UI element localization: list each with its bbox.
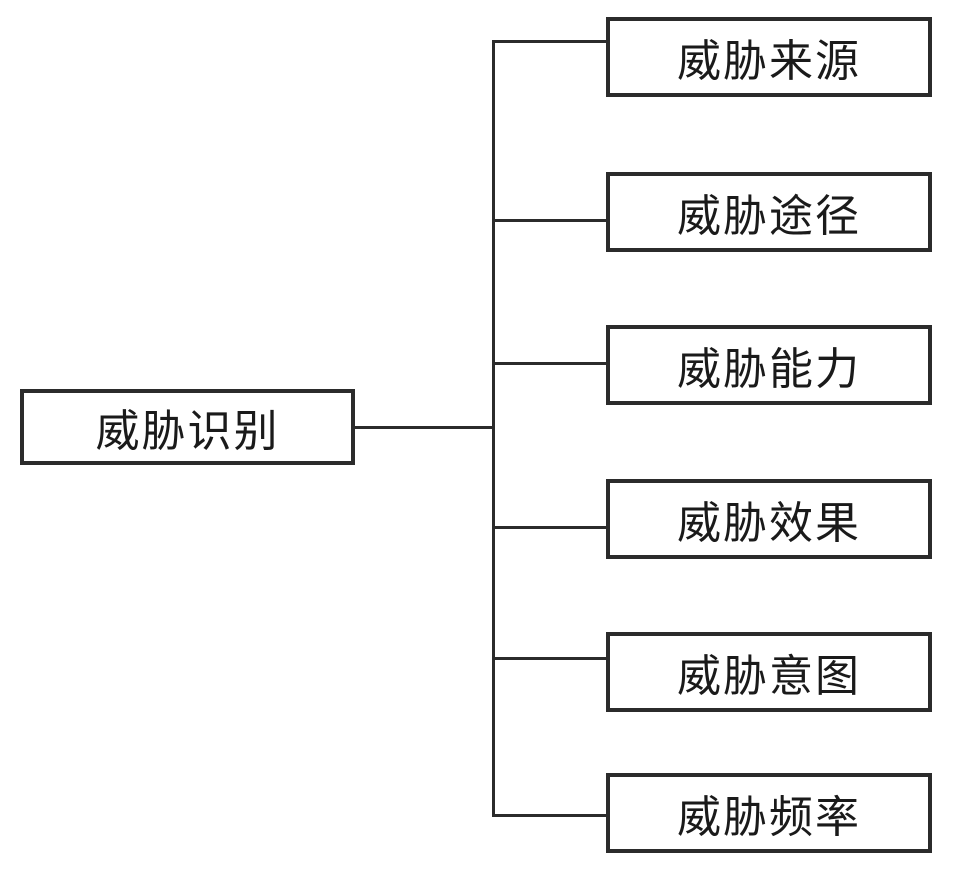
child-node-threat-path: 威胁途径 (606, 172, 932, 252)
trunk-line (492, 40, 495, 817)
branch-connector-3 (492, 362, 606, 365)
branch-connector-5 (492, 657, 606, 660)
root-connector (353, 426, 494, 429)
child-node-threat-effect: 威胁效果 (606, 479, 932, 559)
child-node-threat-capability: 威胁能力 (606, 325, 932, 405)
branch-connector-1 (492, 40, 606, 43)
branch-connector-4 (492, 526, 606, 529)
branch-connector-2 (492, 219, 606, 222)
branch-connector-6 (492, 814, 606, 817)
child-node-threat-intent: 威胁意图 (606, 632, 932, 712)
root-node: 威胁识别 (20, 389, 355, 465)
child-node-threat-frequency: 威胁频率 (606, 773, 932, 853)
child-node-threat-source: 威胁来源 (606, 17, 932, 97)
